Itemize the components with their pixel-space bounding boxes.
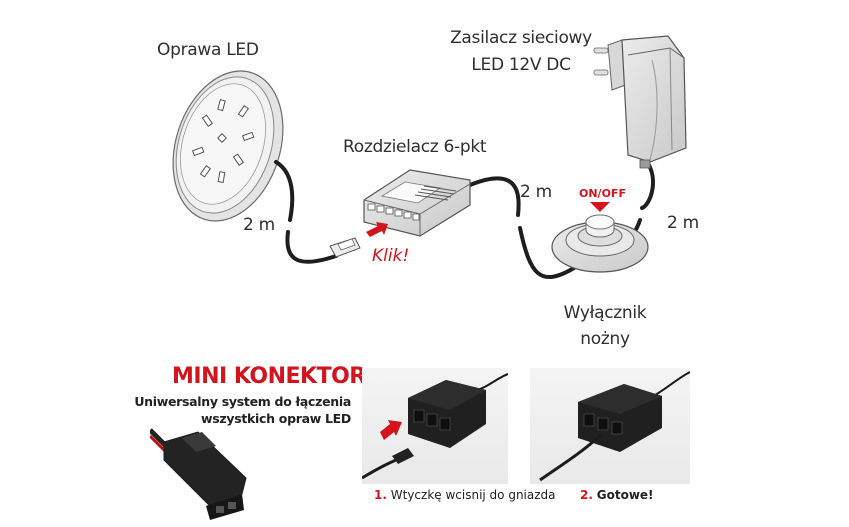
insert-arrow-icon xyxy=(366,222,388,237)
step2-text: Gotowe! xyxy=(596,488,654,502)
mini-connector-plug-image xyxy=(150,428,247,520)
step1-text: Wtyczkę wcisnij do gniazda xyxy=(390,488,556,502)
step1-caption: 1. Wtyczkę wcisnij do gniazda xyxy=(374,488,556,502)
foot-switch-label-line2: nożny xyxy=(580,329,630,349)
power-supply-label-line1: Zasilacz sieciowy xyxy=(450,28,592,48)
step2-caption: 2. Gotowe! xyxy=(580,488,654,502)
power-supply-label-line2: LED 12V DC xyxy=(471,55,571,75)
power-supply-icon xyxy=(593,35,687,169)
cable-fixture-top xyxy=(274,160,295,222)
step2-image xyxy=(530,368,691,484)
led-fixture-icon xyxy=(172,70,284,222)
cable-splitter-bottom xyxy=(518,226,576,279)
mini-connector-subtitle-line1: Uniwersalny system do łączenia xyxy=(134,394,351,409)
led-fixture-label: Oprawa LED xyxy=(157,40,259,60)
step1-image xyxy=(361,368,509,484)
klik-label: Klik! xyxy=(372,246,410,266)
cable-length-label-fixture: 2 m xyxy=(243,215,275,235)
cable-fixture-bottom xyxy=(285,230,338,264)
splitter-label: Rozdzielacz 6-pkt xyxy=(343,137,487,157)
on-off-label: ON/OFF xyxy=(579,187,626,200)
cable-length-label-splitter: 2 m xyxy=(520,182,552,202)
foot-switch-label-line1: Wyłącznik xyxy=(563,303,647,323)
step1-number: 1. xyxy=(374,488,387,502)
press-arrow-icon xyxy=(590,202,610,212)
cable-splitter-top xyxy=(468,176,521,217)
step1-illustration xyxy=(361,373,509,480)
mini-connector-subtitle: Uniwersalny system do łączenia wszystkic… xyxy=(134,393,351,427)
mini-connector-title: MINI KONEKTOR xyxy=(172,364,366,389)
foot-switch-icon xyxy=(551,214,649,273)
cable-length-label-supply: 2 m xyxy=(667,213,699,233)
step2-number: 2. xyxy=(580,488,593,502)
mini-connector-subtitle-line2: wszystkich opraw LED xyxy=(201,411,351,426)
splitter-icon xyxy=(363,169,471,237)
step2-illustration xyxy=(539,371,691,482)
mini-plug-icon xyxy=(329,237,361,258)
